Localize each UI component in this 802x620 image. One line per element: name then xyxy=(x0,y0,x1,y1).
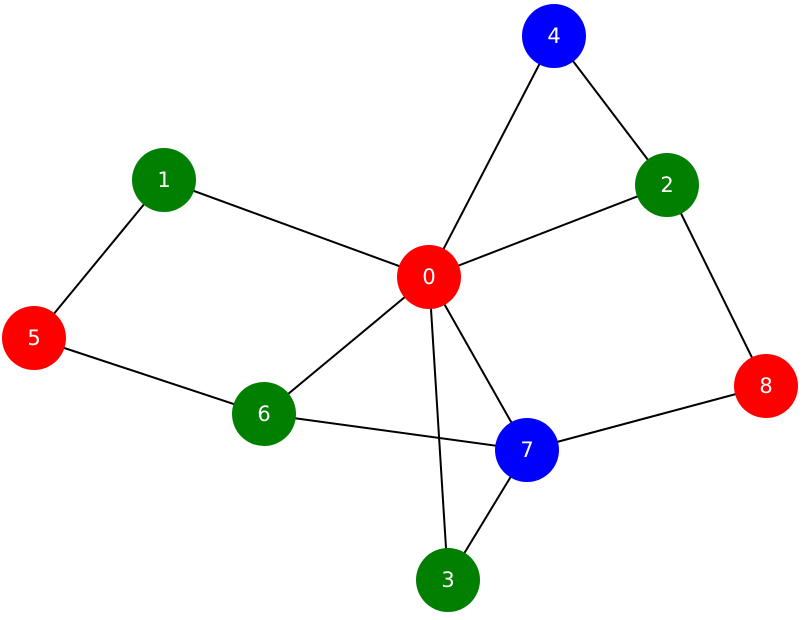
node-3: 3 xyxy=(416,548,480,612)
node-circle-8 xyxy=(734,354,798,418)
node-circle-5 xyxy=(2,306,66,370)
edge-6-7 xyxy=(263,413,528,451)
edge-2-8 xyxy=(666,184,767,387)
nodes-layer: 0 1 2 3 4 5 6 7 8 xyxy=(2,4,798,612)
edge-1-5 xyxy=(33,179,165,339)
node-circle-4 xyxy=(522,4,586,68)
edge-0-7 xyxy=(428,276,528,451)
node-label-1: 1 xyxy=(157,168,170,192)
edge-0-2 xyxy=(428,184,668,278)
node-label-5: 5 xyxy=(27,326,40,350)
node-label-8: 8 xyxy=(759,374,772,398)
node-7: 7 xyxy=(495,418,559,482)
node-label-3: 3 xyxy=(441,568,454,592)
node-4: 4 xyxy=(522,4,586,68)
edge-0-3 xyxy=(428,276,449,581)
node-circle-7 xyxy=(495,418,559,482)
node-label-4: 4 xyxy=(547,24,560,48)
edge-0-1 xyxy=(163,179,430,278)
node-1: 1 xyxy=(132,148,196,212)
edges-layer xyxy=(33,35,767,581)
node-label-2: 2 xyxy=(660,173,673,197)
node-circle-1 xyxy=(132,148,196,212)
edge-0-6 xyxy=(263,276,430,415)
node-8: 8 xyxy=(734,354,798,418)
node-label-7: 7 xyxy=(520,438,533,462)
edge-7-8 xyxy=(526,385,767,451)
node-circle-0 xyxy=(397,245,461,309)
edge-0-4 xyxy=(428,35,555,278)
node-circle-2 xyxy=(635,153,699,217)
node-label-0: 0 xyxy=(422,265,435,289)
node-circle-3 xyxy=(416,548,480,612)
node-5: 5 xyxy=(2,306,66,370)
node-2: 2 xyxy=(635,153,699,217)
node-0: 0 xyxy=(397,245,461,309)
node-circle-6 xyxy=(232,382,296,446)
node-6: 6 xyxy=(232,382,296,446)
edge-5-6 xyxy=(33,337,265,415)
node-label-6: 6 xyxy=(257,402,270,426)
